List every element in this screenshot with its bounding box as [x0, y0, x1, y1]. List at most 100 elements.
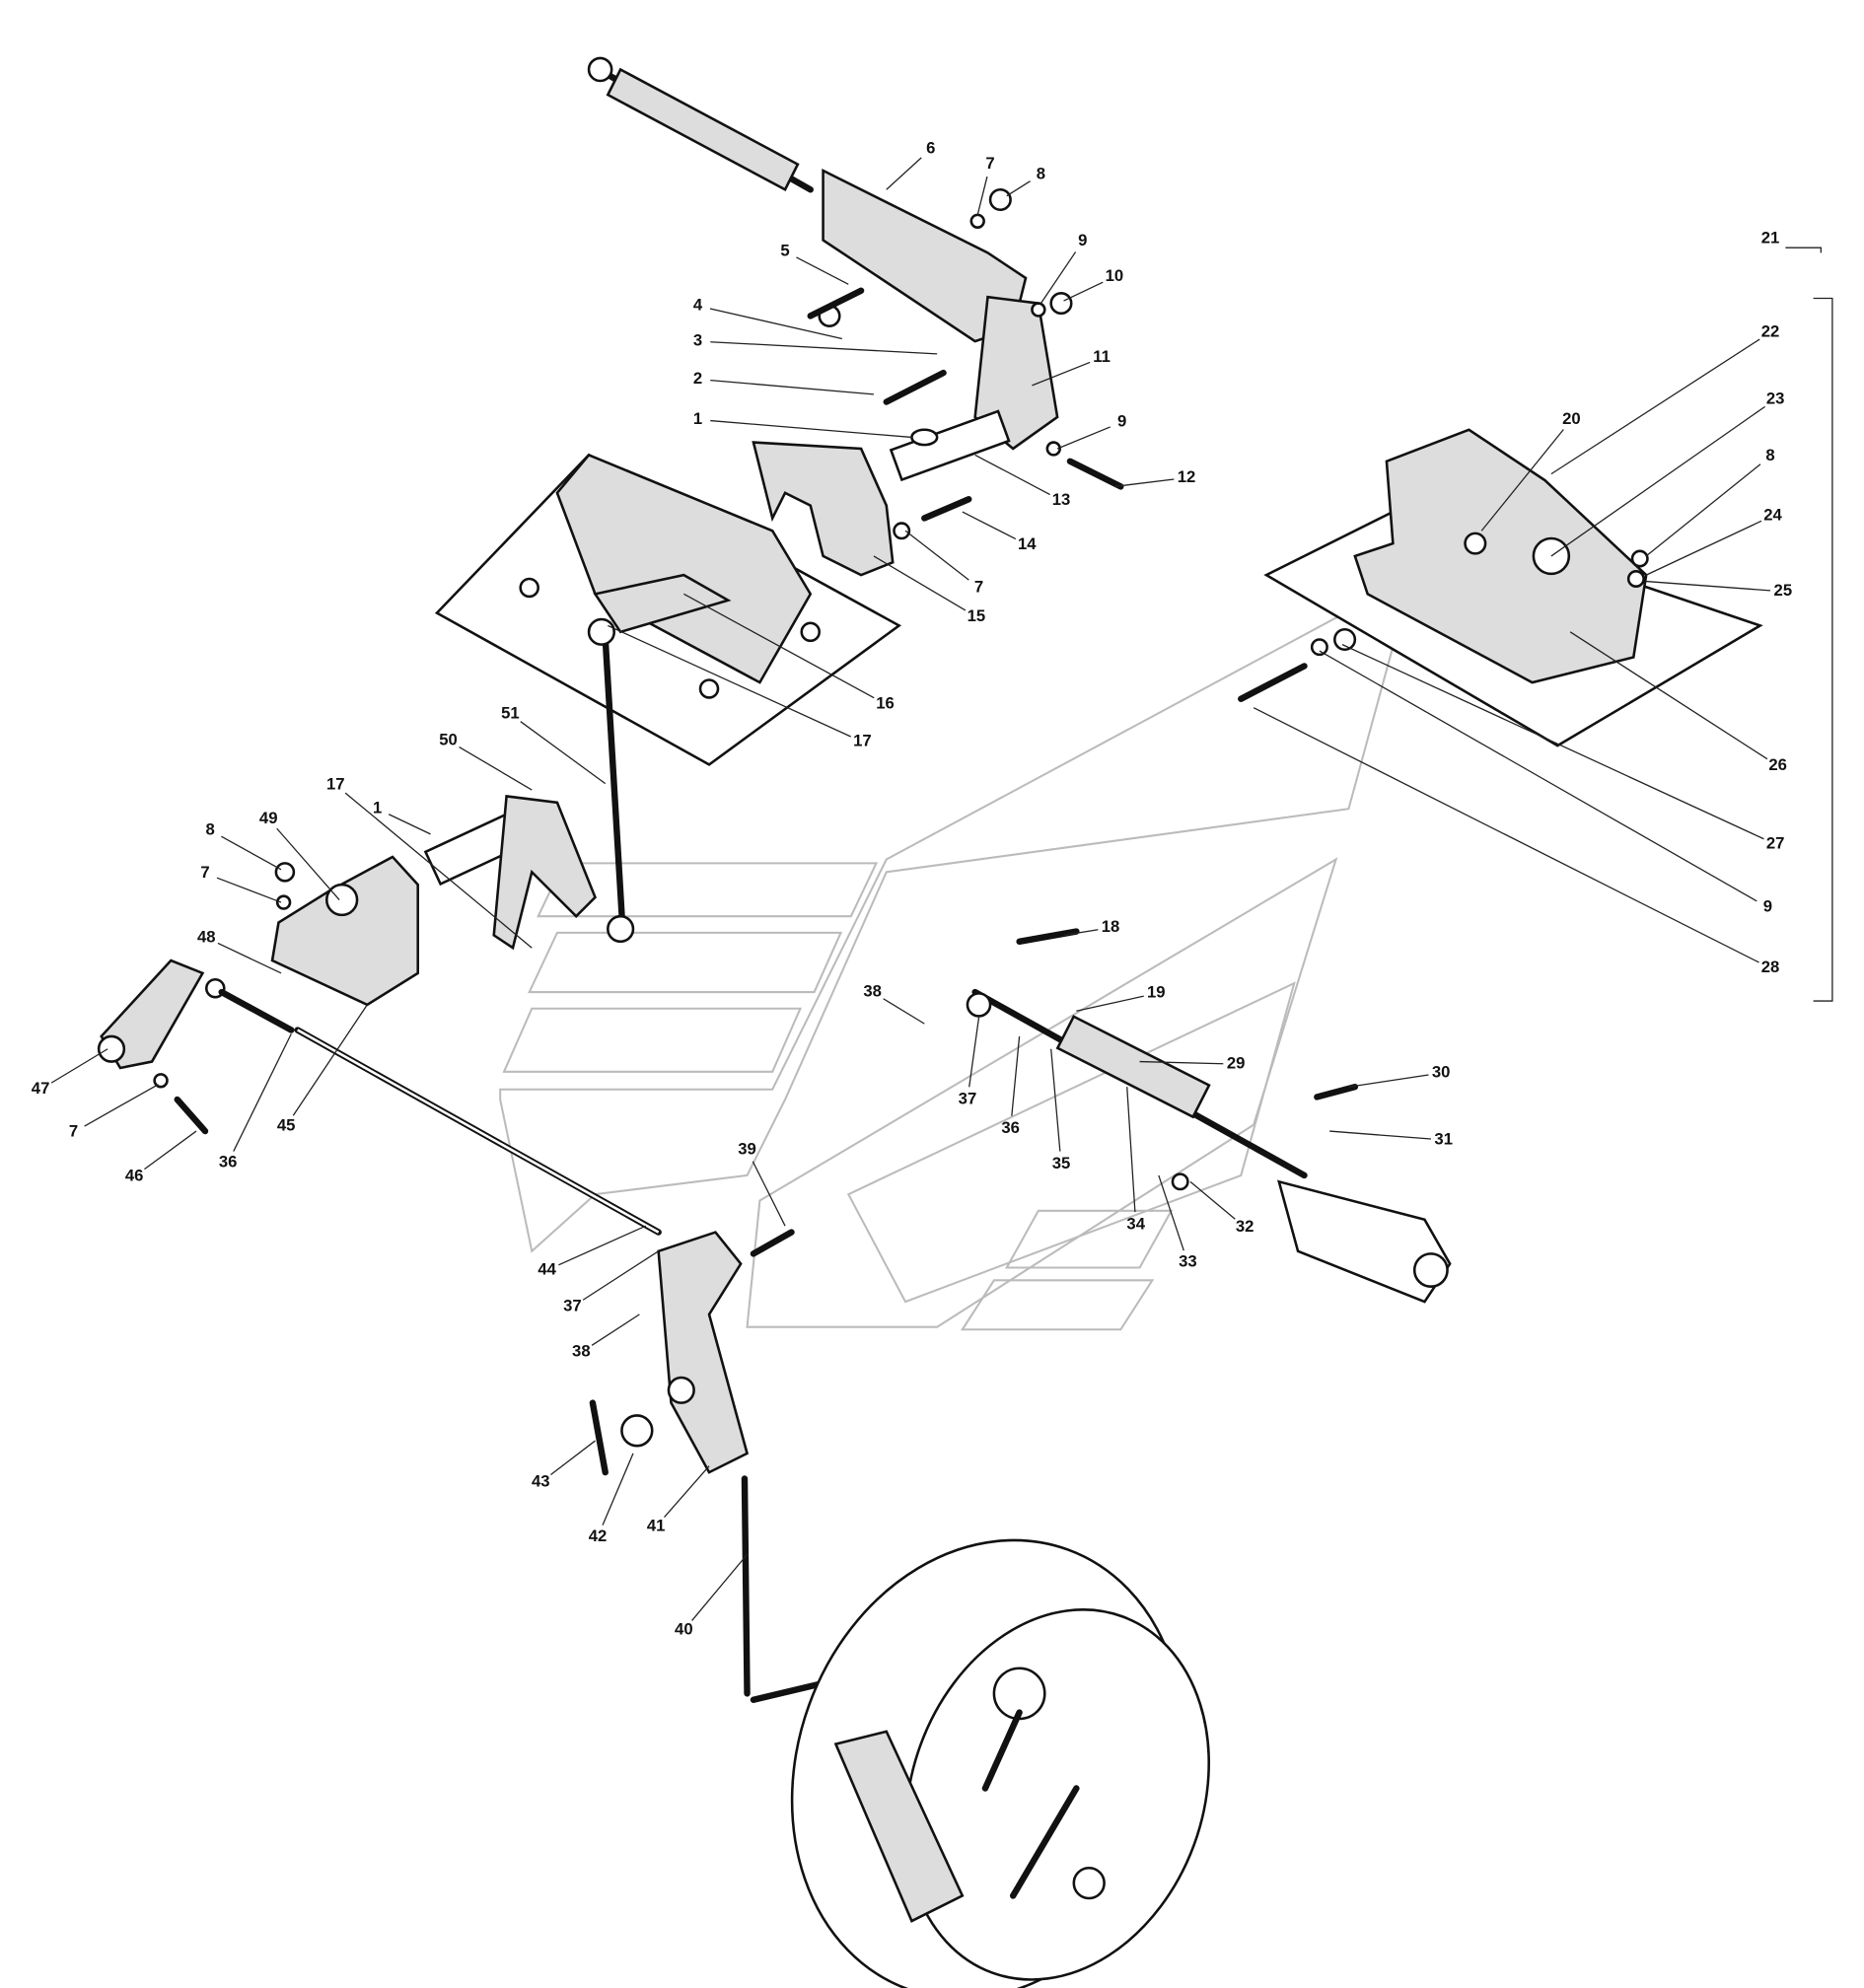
left-base-housing: [434, 453, 901, 766]
leader-line: [144, 1130, 197, 1171]
leader-line: [216, 877, 282, 903]
leader-line: [1063, 281, 1104, 302]
callout-label-36: 36: [219, 1153, 238, 1172]
callout-label-6: 6: [926, 139, 935, 158]
callout-label-8: 8: [1765, 446, 1774, 464]
leader-line: [602, 1453, 634, 1526]
callout-label-41: 41: [647, 1517, 666, 1535]
leader-line: [886, 157, 922, 190]
callout-label-27: 27: [1766, 834, 1785, 853]
callout-label-37: 37: [563, 1297, 582, 1315]
leader-line: [50, 1048, 108, 1084]
leader-line: [883, 998, 925, 1025]
leader-line: [558, 1225, 647, 1266]
callout-label-38: 38: [863, 981, 882, 1000]
callout-label-7: 7: [200, 863, 209, 882]
callout-label-40: 40: [675, 1620, 693, 1639]
leader-line: [1189, 1180, 1236, 1220]
leader-line: [796, 256, 849, 285]
callout-label-17: 17: [853, 732, 872, 750]
hand-brake-lever: [587, 56, 1059, 482]
callout-labels: 6789105432111912131471516172122232082425…: [32, 139, 1792, 1639]
callout-label-26: 26: [1768, 755, 1787, 774]
leader-line: [1645, 520, 1762, 576]
leader-line: [904, 530, 969, 581]
callout-label-11: 11: [1093, 347, 1111, 366]
leader-line: [276, 827, 340, 900]
callout-label-32: 32: [1236, 1217, 1255, 1236]
leader-line: [1569, 631, 1768, 760]
callout-label-28: 28: [1761, 958, 1780, 976]
callout-label-20: 20: [1562, 409, 1581, 428]
leader-line: [962, 511, 1017, 540]
callout-label-13: 13: [1052, 490, 1071, 509]
assembly-bracket: [1785, 247, 1833, 1002]
leader-line: [1056, 426, 1111, 450]
leader-line: [1063, 929, 1099, 937]
leader-line: [1329, 1130, 1431, 1140]
adjuster-assembly: [966, 928, 1452, 1304]
callout-label-30: 30: [1432, 1063, 1451, 1082]
leader-line: [976, 176, 988, 216]
leader-line: [1480, 429, 1564, 532]
callout-label-34: 34: [1126, 1214, 1145, 1233]
leader-line: [709, 308, 842, 340]
right-base-housing: [1238, 428, 1763, 747]
callout-label-24: 24: [1763, 505, 1782, 524]
callout-label-50: 50: [439, 730, 458, 748]
leader-lines: [50, 157, 1771, 1621]
callout-label-12: 12: [1178, 467, 1196, 486]
ratchet-quadrant: [752, 441, 895, 577]
leader-line: [221, 835, 282, 871]
callout-label-15: 15: [968, 606, 986, 625]
leader-line: [1550, 338, 1760, 475]
leader-line: [550, 1440, 596, 1476]
callout-label-29: 29: [1227, 1054, 1246, 1073]
leader-line: [520, 721, 607, 785]
callout-label-43: 43: [532, 1472, 550, 1491]
leader-line: [664, 1465, 710, 1518]
leader-line: [873, 555, 967, 611]
callout-label-4: 4: [693, 296, 703, 315]
leader-line: [84, 1084, 159, 1127]
leader-line: [1011, 1035, 1021, 1116]
callout-label-21: 21: [1761, 229, 1780, 248]
leader-line: [1126, 1087, 1136, 1213]
leader-line: [1139, 1060, 1224, 1065]
leader-line: [710, 379, 874, 395]
leader-line: [1050, 1048, 1061, 1152]
callout-label-16: 16: [876, 693, 895, 712]
callout-label-36: 36: [1001, 1118, 1020, 1137]
callout-label-44: 44: [538, 1259, 556, 1278]
leader-line: [1076, 995, 1144, 1012]
leader-line: [217, 942, 282, 974]
leader-line: [691, 1553, 749, 1621]
callout-label-1: 1: [693, 409, 702, 428]
callout-label-47: 47: [32, 1079, 50, 1098]
callout-label-46: 46: [125, 1167, 144, 1185]
leader-line: [752, 1161, 786, 1227]
leader-line: [1113, 478, 1175, 488]
leader-line: [591, 1314, 640, 1346]
callout-label-3: 3: [693, 330, 702, 349]
leader-line: [1550, 405, 1765, 557]
callout-label-25: 25: [1774, 581, 1793, 600]
callout-label-48: 48: [197, 927, 216, 946]
callout-label-7: 7: [974, 577, 983, 596]
callout-label-33: 33: [1179, 1252, 1197, 1271]
callout-label-8: 8: [1037, 164, 1045, 182]
callout-label-7: 7: [69, 1122, 78, 1141]
leader-line: [459, 746, 533, 791]
leader-line: [1348, 1074, 1429, 1088]
callout-label-10: 10: [1106, 266, 1124, 285]
leader-line: [1645, 463, 1761, 557]
leader-line: [1646, 580, 1771, 592]
callout-label-7: 7: [985, 154, 994, 173]
leader-line: [1341, 644, 1764, 840]
cross-shaft-assembly: [97, 617, 635, 1135]
callout-label-18: 18: [1102, 917, 1120, 936]
callout-label-8: 8: [206, 819, 215, 838]
leader-line: [1319, 650, 1757, 902]
callout-label-2: 2: [693, 369, 702, 388]
